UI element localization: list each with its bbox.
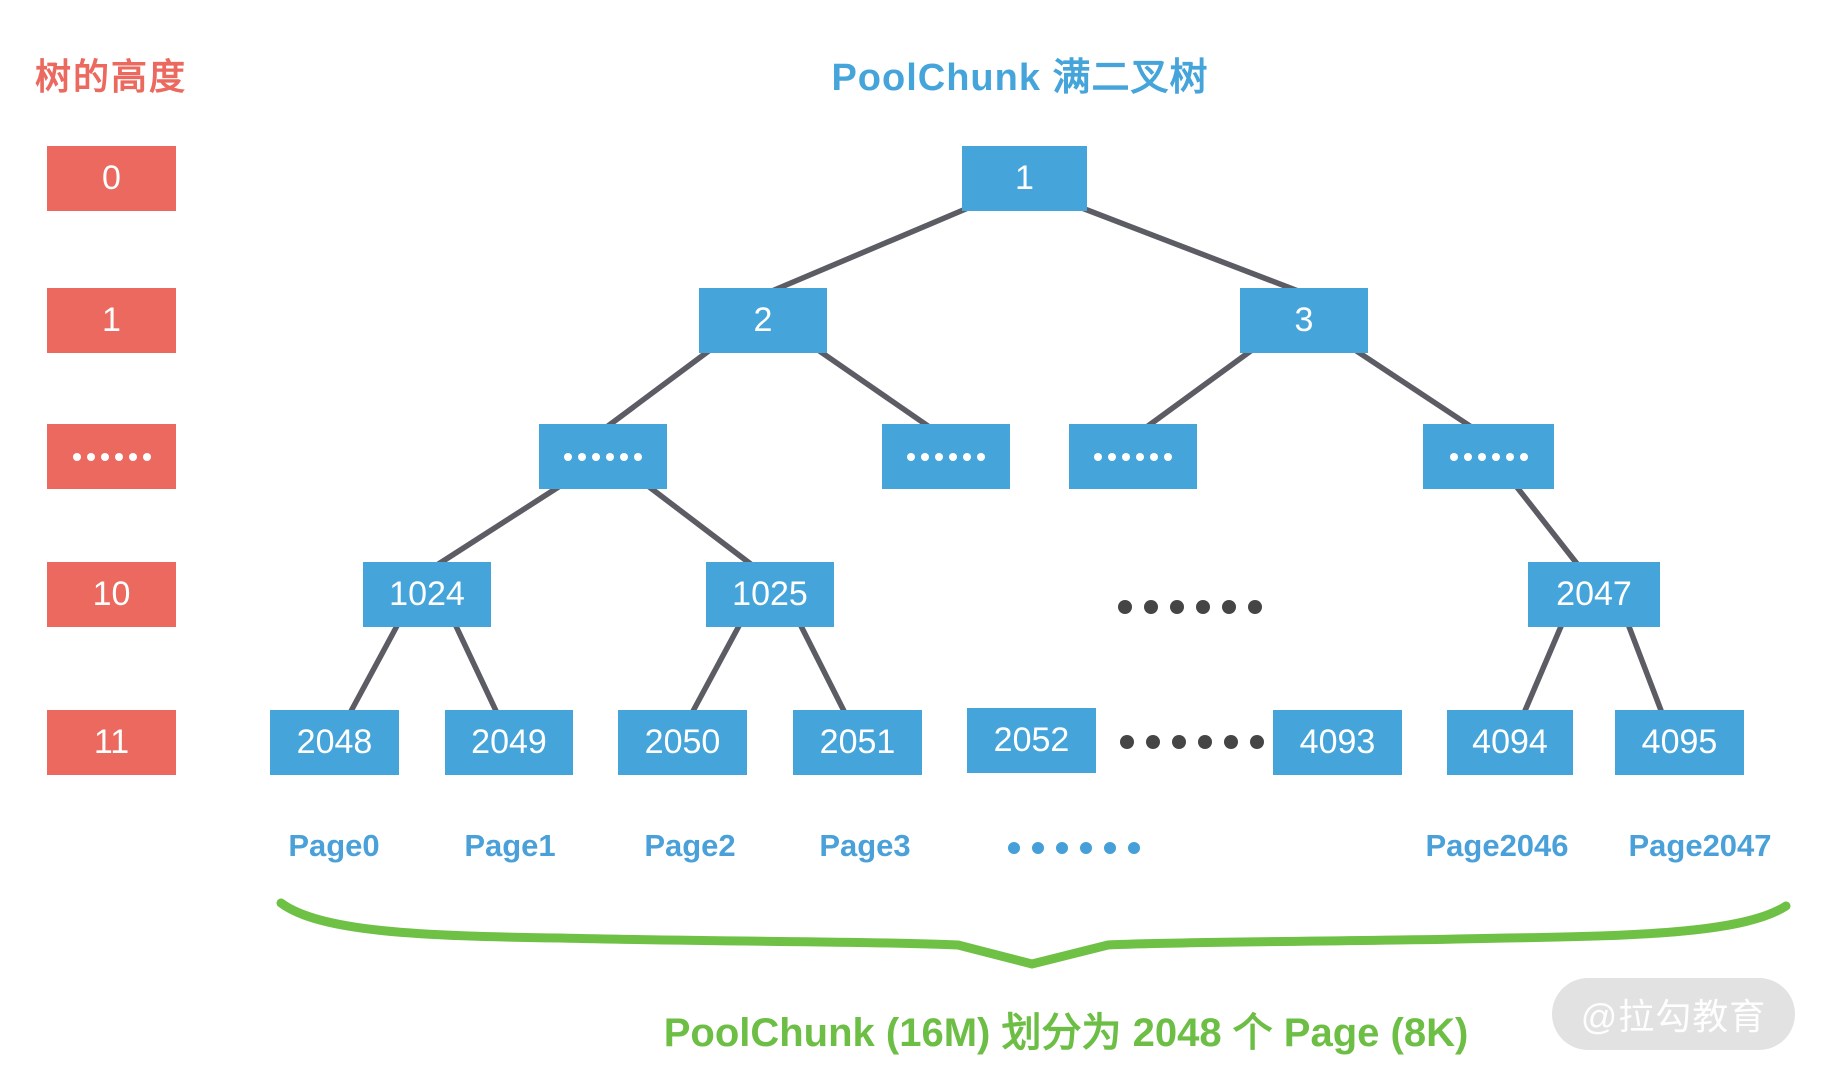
- tree-node-4093: 4093: [1273, 710, 1402, 775]
- page-label-2: Page2: [644, 828, 736, 863]
- tree-node-2047: 2047: [1528, 562, 1660, 627]
- tree-node-2048: 2048: [270, 710, 399, 775]
- tree-node-3: 3: [1240, 288, 1368, 353]
- edge-1024-2049: [452, 621, 500, 716]
- edge-to-1025: [645, 483, 755, 568]
- edge-1025-2050: [689, 621, 743, 716]
- tree-node-2051: 2051: [793, 710, 922, 775]
- tree-node-2: 2: [699, 288, 827, 353]
- tree-node-4095: 4095: [1615, 710, 1744, 775]
- underbrace-curve: [276, 898, 1791, 969]
- height-label-11: 11: [47, 710, 176, 775]
- tree-node-ellipsis-1: [539, 424, 667, 489]
- edge-2047-4094: [1521, 621, 1565, 716]
- tree-node-1025: 1025: [706, 562, 834, 627]
- height-label-ellipsis: [47, 424, 176, 489]
- height-label-1: 1: [47, 288, 176, 353]
- tree-node-1: 1: [962, 146, 1087, 211]
- diagram-title: PoolChunk 满二叉树: [831, 57, 1209, 99]
- tree-node-ellipsis-3: [1069, 424, 1197, 489]
- edge-1-3: [1079, 205, 1301, 294]
- tree-node-ellipsis-4: [1423, 424, 1554, 489]
- tree-node-2052: 2052: [967, 708, 1096, 773]
- tree-edges: [347, 205, 1665, 716]
- tree-node-1024: 1024: [363, 562, 491, 627]
- mid-level-ellipsis-dots: [1112, 600, 1268, 614]
- height-label-0: 0: [47, 146, 176, 211]
- page-label-0: Page0: [288, 828, 380, 863]
- tree-height-heading: 树的高度: [35, 56, 188, 97]
- page-label-2046: Page2046: [1425, 828, 1569, 863]
- page-label-2047: Page2047: [1628, 828, 1772, 863]
- edge-to-2047: [1513, 483, 1581, 568]
- edge-3-left: [1145, 347, 1255, 429]
- bottom-caption: PoolChunk (16M) 划分为 2048 个 Page (8K): [663, 1011, 1469, 1055]
- tree-node-ellipsis-2: [882, 424, 1010, 489]
- edge-1025-2051: [797, 621, 848, 716]
- edge-2-right: [815, 347, 931, 429]
- tree-node-2050: 2050: [618, 710, 747, 775]
- edge-2047-4095: [1625, 621, 1665, 716]
- page-label-1: Page1: [464, 828, 556, 863]
- tree-node-2049: 2049: [445, 710, 573, 775]
- page-ellipsis-dots: [1002, 842, 1146, 854]
- edge-to-1024: [434, 483, 563, 568]
- edge-3-right: [1352, 347, 1473, 429]
- edge-2-left: [605, 347, 713, 429]
- watermark-badge: @拉勾教育: [1552, 978, 1795, 1050]
- edge-1024-2048: [347, 621, 401, 716]
- page-label-3: Page3: [819, 828, 911, 863]
- leaf-level-ellipsis-dots: [1114, 735, 1270, 749]
- tree-node-4094: 4094: [1447, 710, 1573, 775]
- height-label-10: 10: [47, 562, 176, 627]
- edge-1-2: [769, 205, 971, 294]
